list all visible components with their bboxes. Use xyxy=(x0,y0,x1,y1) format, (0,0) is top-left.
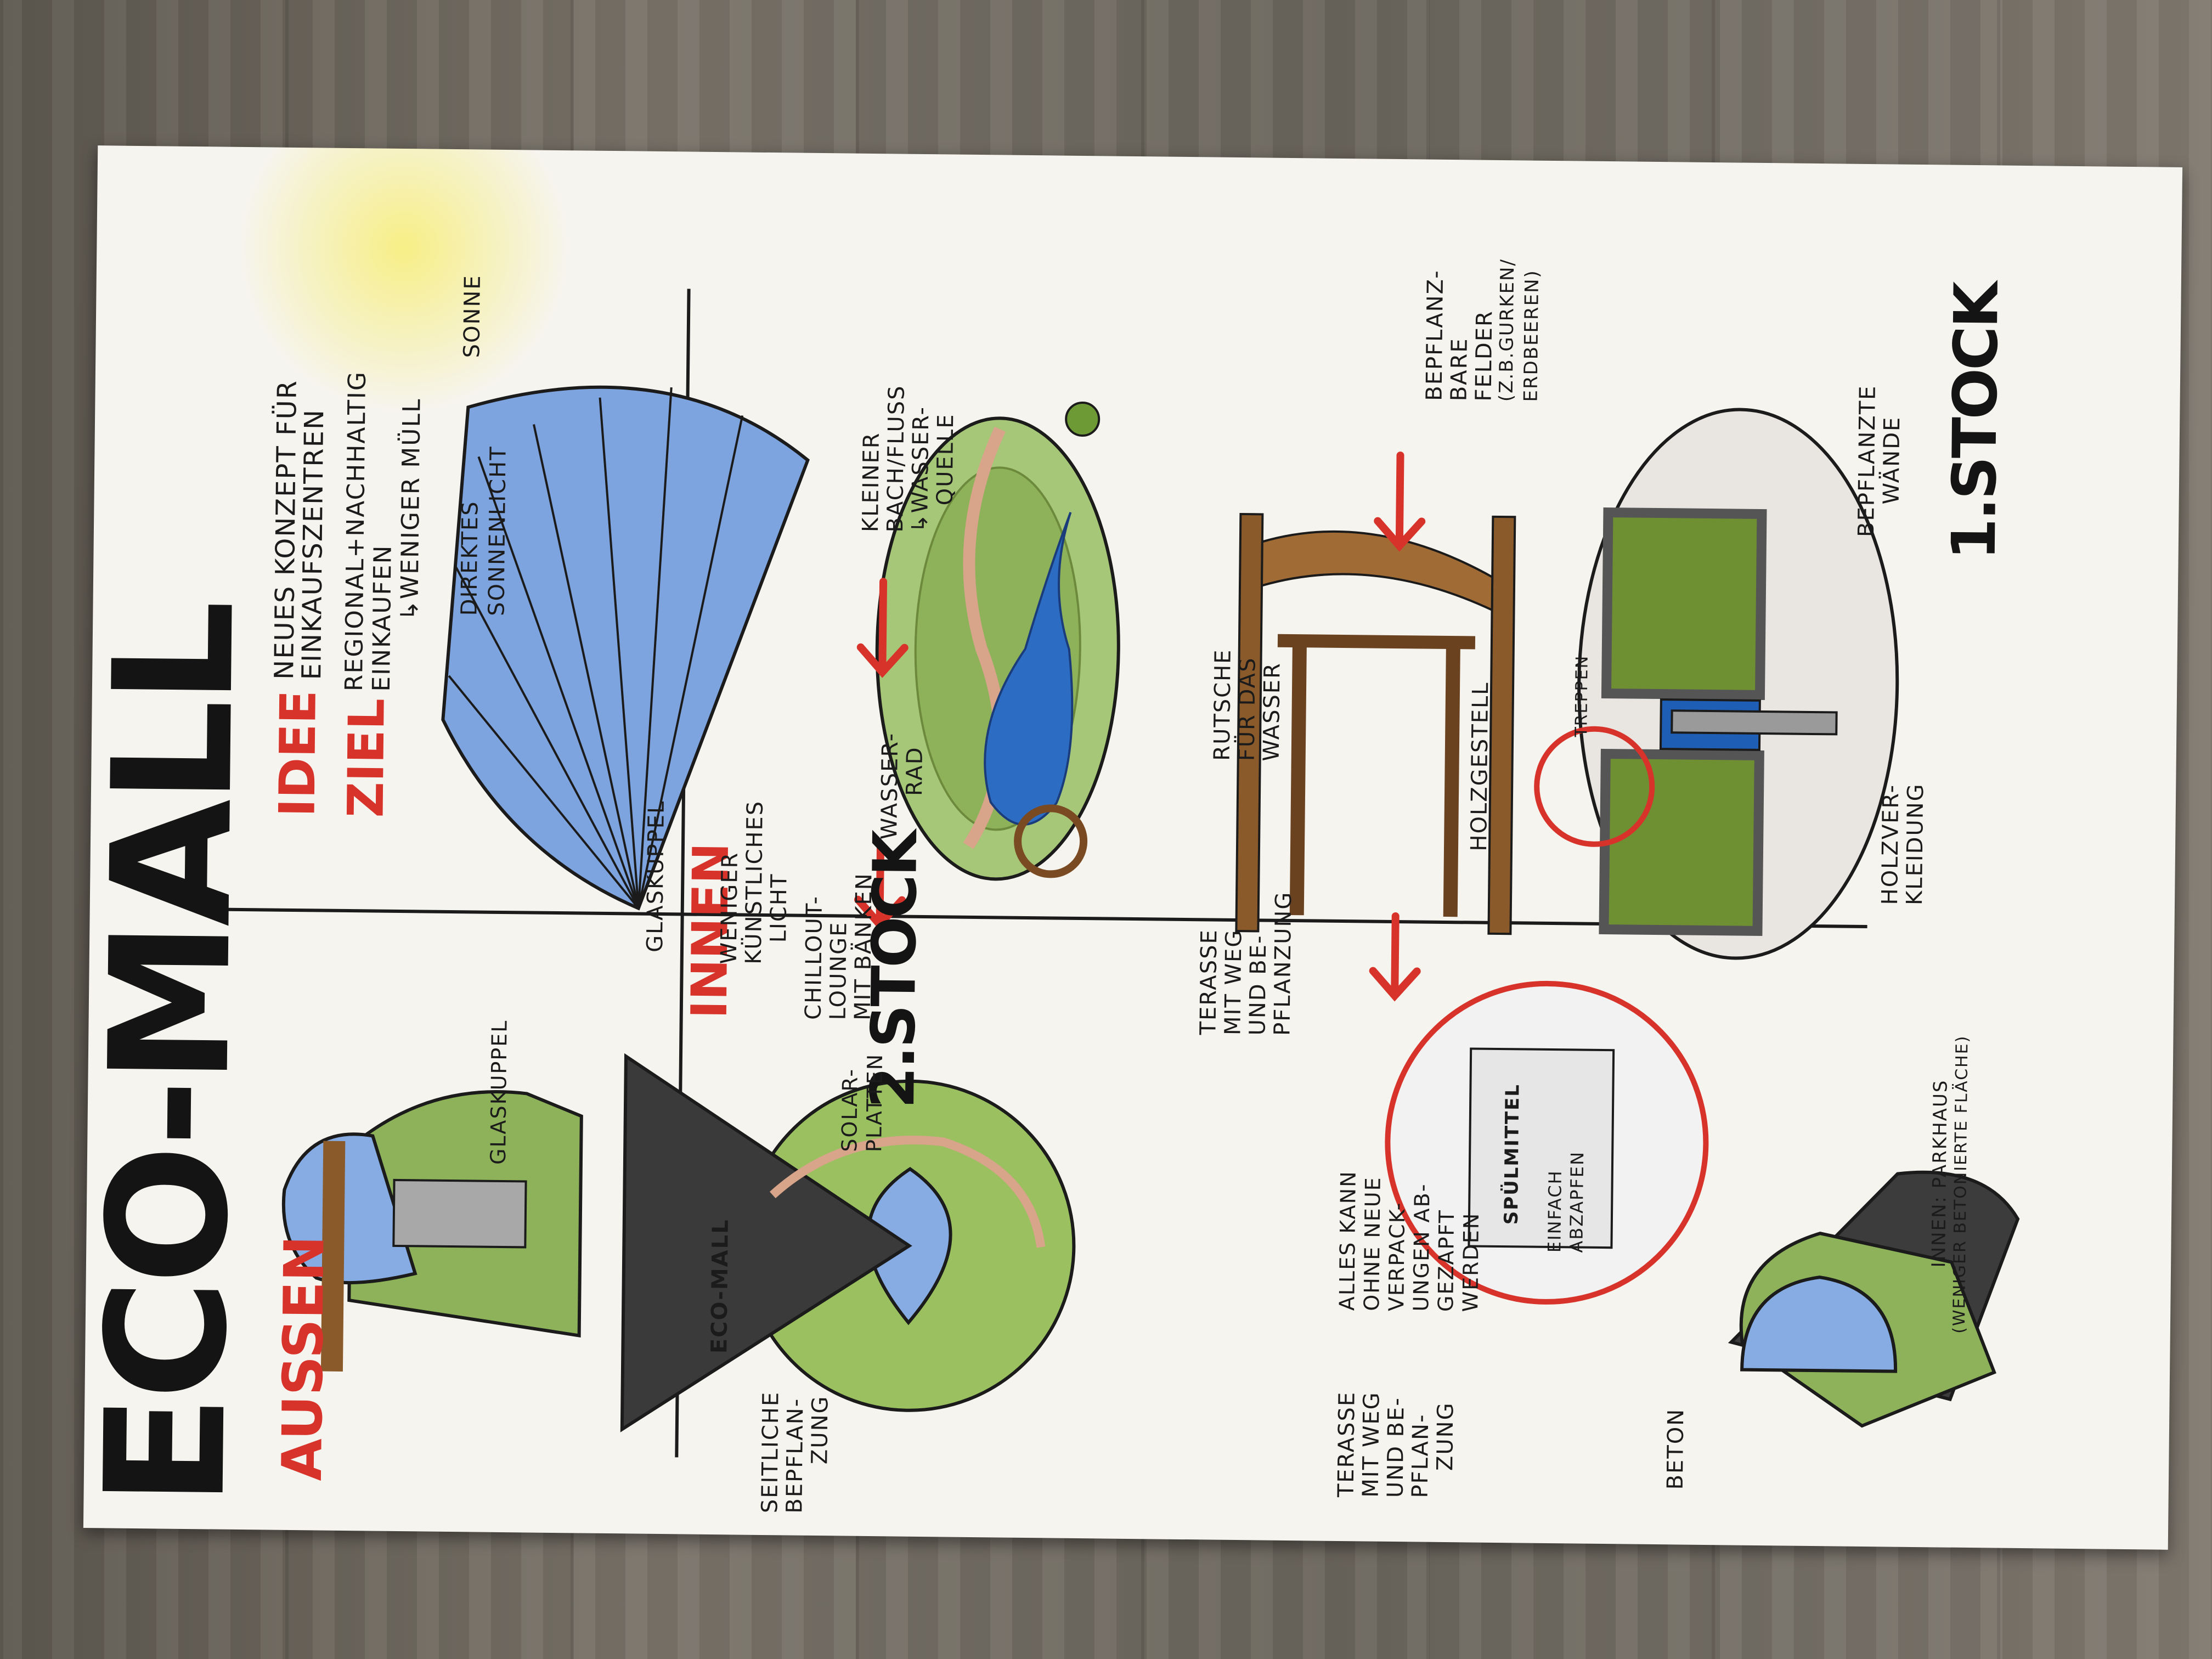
alles-6: WERDEN xyxy=(1458,1212,1484,1312)
parkhaus-1: INNEN: PARKHAUS xyxy=(1928,1079,1952,1268)
einfach-2: ABZAPFEN xyxy=(1566,1150,1588,1253)
bepflanzbare-2: BARE xyxy=(1446,337,1472,402)
alles-2: OHNE NEUE xyxy=(1359,1176,1385,1311)
bepflanzte-1: BEPFLANZTE xyxy=(1854,385,1881,538)
eco-mall-poster: ECO-MALL AUSSEN INNEN IDEE NEUES KONZEPT… xyxy=(70,145,2183,1550)
seitliche-3: ZUNG xyxy=(807,1395,833,1465)
alles-1: ALLES KANN xyxy=(1335,1170,1361,1311)
innen-terasse-4: PFLANZUNG xyxy=(1269,891,1297,1036)
sun-glow xyxy=(239,145,569,413)
wasserrad-2: RAD xyxy=(901,746,928,797)
ziel-label: ZIEL xyxy=(337,698,396,818)
bach-3: ↳WASSER- xyxy=(907,405,934,533)
wooden-frame-drawing xyxy=(1235,513,1516,935)
solar-1: SOLAR- xyxy=(837,1068,862,1152)
innen-glaskuppel-label: GLASKUPPEL xyxy=(642,800,669,953)
aussen-terasse-1: TERASSE xyxy=(1333,1391,1360,1498)
aussen-terasse-2: MIT WEG xyxy=(1358,1391,1385,1498)
idee-line2: EINKAUFSZENTREN xyxy=(296,408,330,680)
bepflanzbare-5: ERDBEEREN) xyxy=(1520,269,1544,402)
direktes-1: DIREKTES xyxy=(456,500,483,616)
aussen-terasse-4: PFLAN- xyxy=(1407,1413,1434,1498)
seitliche-1: SEITLICHE xyxy=(757,1391,784,1514)
wasserrad-1: WASSER- xyxy=(877,732,904,840)
weniger-licht-1: WENIGER xyxy=(716,851,743,964)
treppen-label: TREPPEN xyxy=(1572,654,1592,737)
aussen-glaskuppel-label: GLASKUPPEL xyxy=(486,1019,512,1165)
glass-dome-drawing xyxy=(441,385,810,911)
ziel-line3: ↳WENIGER MÜLL xyxy=(396,398,426,621)
detergent-zoom-drawing xyxy=(1385,980,1709,1305)
ziel-line2: EINKAUFEN xyxy=(367,544,397,692)
chillout-1: CHILLOUT- xyxy=(800,895,828,1020)
bach-4: QUELLE xyxy=(932,413,959,506)
spuelmittel-label: SPÜLMITTEL xyxy=(1500,1083,1524,1225)
section-aussen: AUSSEN xyxy=(269,1235,337,1481)
first-floor-interior-drawing xyxy=(1534,408,1899,960)
stock1-label: 1.STOCK xyxy=(1938,283,2012,561)
rutsche-3: WASSER xyxy=(1259,662,1285,761)
beton-label: BETON xyxy=(1662,1408,1689,1490)
holzverkleidung-1: HOLZVER- xyxy=(1877,783,1904,905)
aussen-terasse-3: UND BE- xyxy=(1383,1396,1409,1498)
building-sign: ECO-MALL xyxy=(707,1218,733,1354)
aussen-terasse-5: ZUNG xyxy=(1432,1402,1459,1471)
solar-2: PLATTEN xyxy=(862,1053,888,1153)
ziel-line1: REGIONAL+NACHHALTIG xyxy=(340,370,372,692)
holzverkleidung-2: KLEIDUNG xyxy=(1901,783,1929,906)
innen-terasse-3: UND BE- xyxy=(1245,934,1272,1036)
sonne-label: SONNE xyxy=(459,274,486,358)
alles-3: VERPACK- xyxy=(1384,1201,1410,1312)
direktes-2: SONNENLICHT xyxy=(484,445,511,617)
weniger-licht-2: KÜNSTLICHES xyxy=(741,800,768,965)
horizontal-divider xyxy=(199,907,1867,929)
idee-label: IDEE xyxy=(268,690,328,817)
seitliche-2: BEPFLAN- xyxy=(782,1397,809,1514)
bepflanzbare-4: (Z.B.GURKEN/ xyxy=(1495,258,1519,402)
innen-terasse-2: MIT WEG xyxy=(1220,929,1247,1036)
bepflanzbare-3: FELDER xyxy=(1471,309,1498,402)
outside-building-parkhaus-drawing xyxy=(1728,1170,2020,1428)
alles-4: UNGEN AB- xyxy=(1409,1183,1435,1312)
chillout-2: LOUNGE xyxy=(825,921,852,1020)
parkhaus-2: (WENIGER BETONIERTE FLÄCHE) xyxy=(1949,1035,1972,1334)
poster-drawings xyxy=(199,145,2020,1458)
alles-5: GEZAPFT xyxy=(1434,1209,1459,1312)
outside-building-top-drawing xyxy=(281,1090,583,1372)
bepflanzte-2: WÄNDE xyxy=(1878,416,1905,505)
weniger-licht-3: LICHT xyxy=(766,873,792,943)
poster-title: ECO-MALL xyxy=(70,604,271,1508)
holzgestell-label: HOLZGESTELL xyxy=(1466,681,1494,851)
einfach-1: EINFACH xyxy=(1544,1170,1566,1253)
bach-2: BACH/FLUSS xyxy=(882,385,910,533)
outside-building-solar-drawing xyxy=(620,1053,1076,1432)
bepflanzbare-1: BEPFLANZ- xyxy=(1421,269,1449,401)
bach-1: KLEINER xyxy=(857,432,884,533)
rutsche-1: RUTSCHE xyxy=(1209,648,1236,761)
second-floor-oval-drawing xyxy=(875,401,1120,881)
innen-terasse-1: TERASSE xyxy=(1195,928,1222,1035)
rutsche-2: FÜR DAS xyxy=(1234,657,1261,761)
